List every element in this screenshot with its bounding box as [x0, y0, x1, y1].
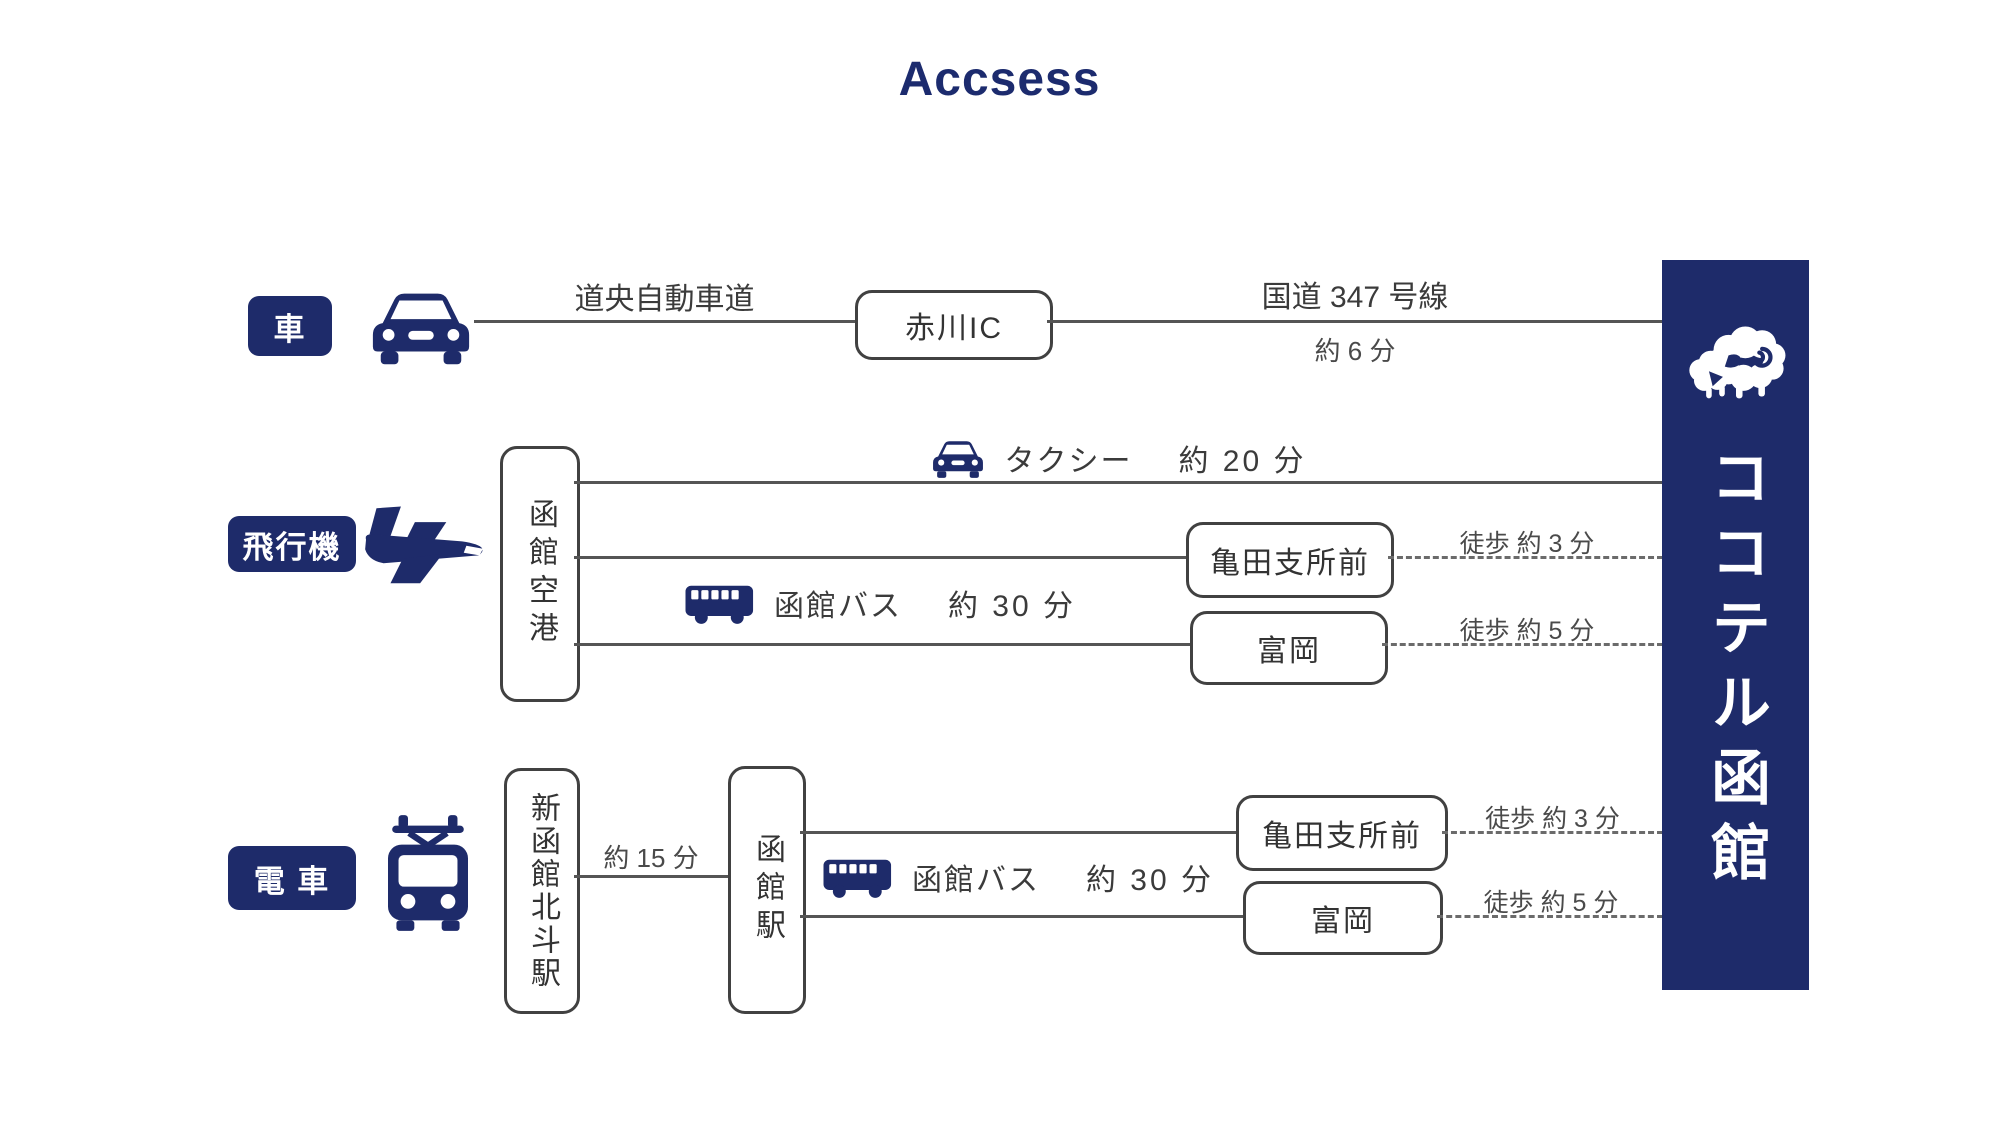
expressway-label: 道央自動車道 — [574, 283, 755, 316]
walk-time-label-train-tomioka: 徒歩 約 5 分 — [1483, 889, 1619, 917]
taxi-icon — [930, 437, 986, 480]
kameda-stop-box-plane: 亀田支所前 — [1186, 522, 1394, 598]
plane-bus-time-label: 約 30 分 — [947, 590, 1077, 623]
train-bus-time-label: 約 30 分 — [1085, 864, 1215, 897]
train-icon — [378, 812, 478, 934]
plane-bus-leg: 函館バス 約 30 分 — [574, 572, 1186, 634]
national-road-label: 国道 347 号線 — [1261, 281, 1449, 314]
walk-time-label-plane-tomioka: 徒歩 約 5 分 — [1459, 617, 1595, 645]
walk-time-label-plane-kameda: 徒歩 約 3 分 — [1459, 530, 1595, 558]
hakodate-airport-box: 函館空港 — [500, 446, 580, 702]
walk-dashed-line-train-kameda — [1442, 831, 1663, 834]
walk-time-label-train-kameda: 徒歩 約 3 分 — [1485, 805, 1620, 833]
car-route-line-1 — [474, 320, 855, 323]
train-bus-line-tomioka — [800, 915, 1243, 918]
taxi-time-label: 約 20 分 — [1178, 445, 1307, 478]
train-route-badge: 電 車 — [228, 846, 356, 910]
shin-hakodate-hokuto-station-box: 新函館北斗駅 — [504, 768, 580, 1014]
taxi-label: タクシー — [1004, 445, 1133, 478]
train-leg-time-label: 約 15 分 — [603, 843, 699, 873]
train-leg-line — [574, 875, 728, 878]
walk-dashed-line-plane-kameda — [1388, 556, 1663, 559]
hotel-sidebar: ココテル函館 — [1662, 260, 1809, 990]
bus-icon — [684, 580, 756, 626]
plane-route-badge: 飛行機 — [228, 516, 356, 572]
airplane-icon — [354, 494, 488, 594]
car-route-line-2 — [1047, 320, 1663, 323]
plane-bus-line-tomioka — [574, 643, 1190, 646]
plane-bus-label: 函館バス — [773, 590, 902, 623]
walk-dashed-line-train-tomioka — [1437, 915, 1663, 918]
bus-icon — [822, 854, 894, 900]
tomioka-stop-box-train: 富岡 — [1243, 881, 1443, 955]
car-icon — [366, 284, 476, 370]
national-road-time-label: 約 6 分 — [1314, 336, 1396, 366]
taxi-leg: タクシー 約 20 分 — [574, 436, 1663, 480]
page-title: Accsess — [898, 53, 1101, 106]
tomioka-stop-box-plane: 富岡 — [1190, 611, 1388, 685]
plane-bus-line-kameda — [574, 556, 1186, 559]
akagawa-ic-box: 赤川IC — [855, 290, 1053, 360]
walk-dashed-line-plane-tomioka — [1382, 643, 1663, 646]
sheep-logo-icon — [1680, 318, 1792, 404]
train-bus-line-kameda — [800, 831, 1236, 834]
hakodate-station-box: 函館駅 — [728, 766, 806, 1014]
train-bus-label: 函館バス — [911, 864, 1040, 897]
train-bus-leg: 函館バス 約 30 分 — [800, 846, 1236, 908]
hotel-name: ココテル函館 — [1702, 446, 1770, 896]
car-route-badge: 車 — [248, 296, 332, 356]
kameda-stop-box-train: 亀田支所前 — [1236, 795, 1448, 871]
taxi-route-line — [574, 481, 1663, 484]
